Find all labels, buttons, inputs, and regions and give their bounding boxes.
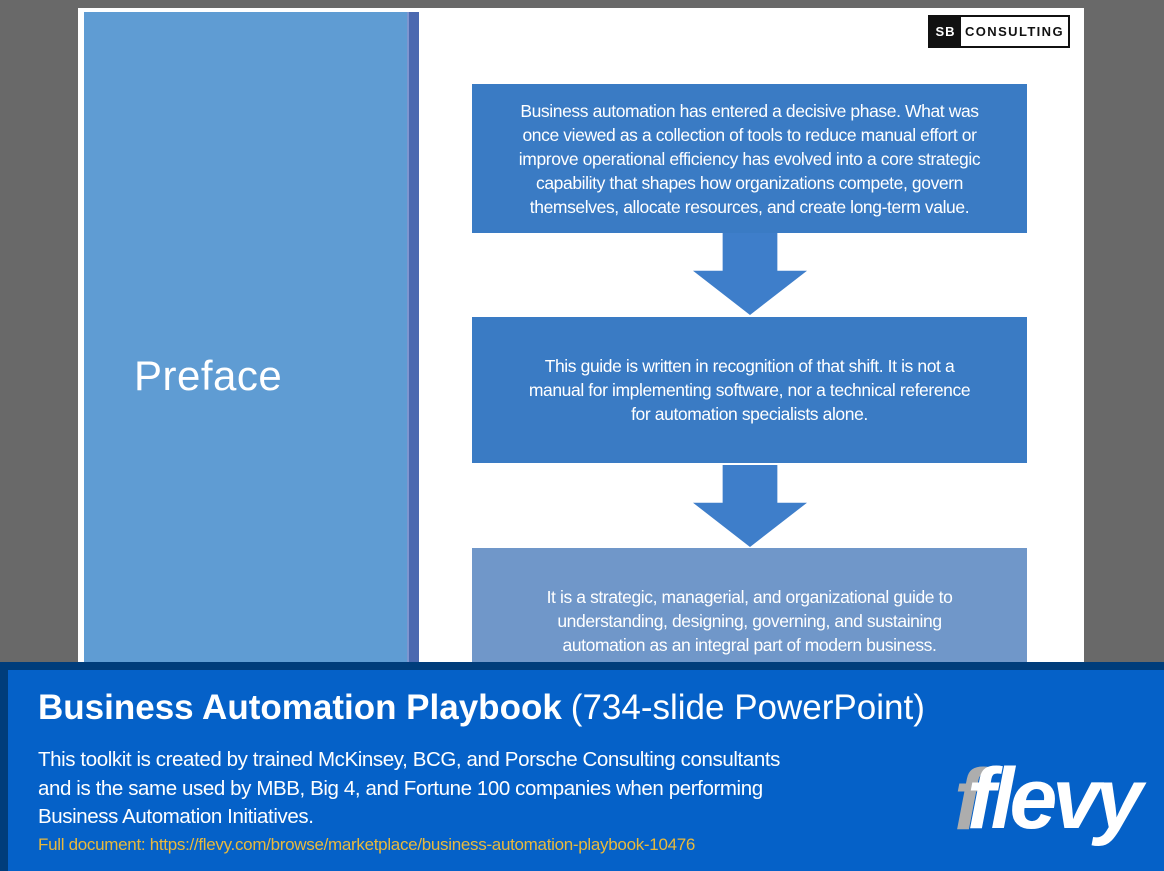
flow-box-3-line: automation as an integral part of modern… — [562, 635, 937, 655]
product-description: This toolkit is created by trained McKin… — [38, 746, 780, 832]
product-title-format: (734-slide PowerPoint) — [570, 688, 925, 727]
product-banner-background — [8, 670, 1164, 871]
product-description-line: and is the same used by MBB, Big 4, and … — [38, 776, 763, 800]
flow-box-1-line: once viewed as a collection of tools to … — [522, 124, 977, 145]
flow-box-3-line: understanding, designing, governing, and… — [557, 611, 942, 631]
product-title: Business Automation Playbook(734-slide P… — [38, 688, 925, 728]
flow-box-1-line: capability that shapes how organizations… — [535, 172, 964, 193]
flow-box-1-line: themselves, allocate resources, and crea… — [529, 196, 970, 217]
sb-consulting-logo: SB CONSULTING — [928, 15, 1070, 48]
sb-consulting-wordmark: CONSULTING — [965, 24, 1064, 39]
flevy-logo-text: flevy — [966, 751, 1143, 847]
product-description-line: This toolkit is created by trained McKin… — [38, 748, 780, 771]
flow-box-2-line: This guide is written in recognition of … — [544, 356, 955, 376]
preface-panel — [84, 12, 407, 662]
flow-box-2-line: manual for implementing software, nor a … — [528, 380, 971, 400]
flow-box-1: Business automation has entered a decisi… — [472, 84, 1027, 233]
flow-box-3-line: It is a strategic, managerial, and organ… — [546, 587, 953, 607]
flow-box-1-line: improve operational efficiency has evolv… — [518, 148, 981, 169]
product-title-name: Business Automation Playbook — [38, 688, 562, 727]
preface-title: Preface — [134, 352, 283, 399]
flow-box-2: This guide is written in recognition of … — [472, 317, 1027, 463]
full-document-link[interactable]: Full document: https://flevy.com/browse/… — [38, 835, 696, 854]
sb-monogram-badge: SB — [930, 17, 961, 46]
product-description-line: Business Automation Initiatives. — [38, 805, 314, 828]
product-banner: Business Automation Playbook(734-slide P… — [0, 662, 1164, 871]
preface-panel-stripe — [407, 12, 419, 662]
flow-box-1-line: Business automation has entered a decisi… — [520, 100, 979, 121]
flow-box-2-line: for automation specialists alone. — [631, 404, 868, 424]
